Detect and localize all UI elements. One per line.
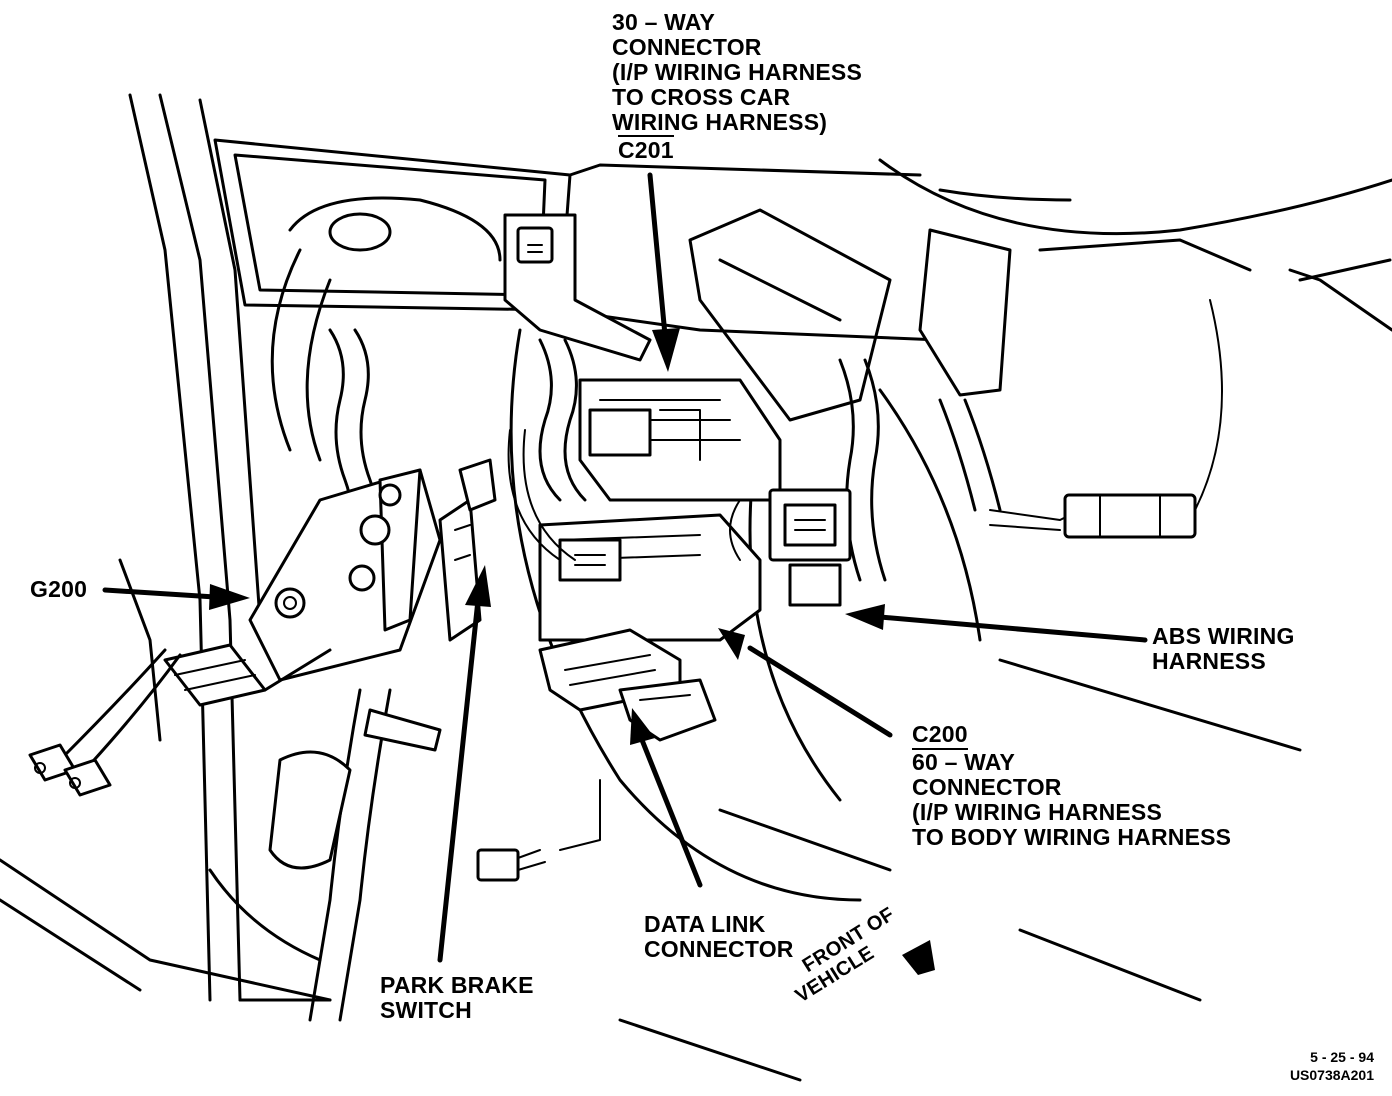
pointer-c200 <box>718 628 893 738</box>
label-c201-code: C201 <box>618 135 674 163</box>
upper-bracket <box>503 213 652 362</box>
label-c200: C200 60 – WAY CONNECTOR (I/P WIRING HARN… <box>912 722 1231 850</box>
floor-and-sill <box>0 658 1302 1082</box>
right-connector <box>1063 299 1223 539</box>
loose-connector <box>476 848 546 882</box>
pointer-g200 <box>102 584 250 610</box>
label-c201: 30 – WAY CONNECTOR (I/P WIRING HARNESS T… <box>612 10 862 163</box>
label-c200-code: C200 <box>912 722 968 750</box>
reference-block: 5 - 25 - 94 US0738A201 <box>1290 1048 1374 1084</box>
label-park-brake-line-2: SWITCH <box>380 997 472 1023</box>
label-c201-line-2: CONNECTOR <box>612 34 762 60</box>
label-park-brake-line-1: PARK BRAKE <box>380 972 534 998</box>
label-c201-line-4: TO CROSS CAR <box>612 84 791 110</box>
pointer-c201 <box>647 172 680 372</box>
pigtail-terminals <box>28 648 182 797</box>
c200-connector-block <box>507 429 762 642</box>
label-c201-line-1: 30 – WAY <box>612 9 716 35</box>
label-data-link-connector: DATA LINK CONNECTOR <box>644 912 794 962</box>
label-c200-line-2: CONNECTOR <box>912 774 1062 800</box>
label-abs-line-2: HARNESS <box>1152 648 1266 674</box>
a-pillar <box>118 93 262 1002</box>
label-c200-line-3: (I/P WIRING HARNESS <box>912 799 1163 825</box>
abs-connector <box>729 488 852 607</box>
label-c201-line-3: (I/P WIRING HARNESS <box>612 59 863 85</box>
park-brake-assembly <box>163 458 497 707</box>
label-data-link-line-2: CONNECTOR <box>644 936 794 962</box>
label-g200: G200 <box>30 576 88 602</box>
reference-date: 5 - 25 - 94 <box>1310 1049 1374 1065</box>
label-c201-line-5: WIRING HARNESS) <box>612 109 828 135</box>
label-abs-line-1: ABS WIRING <box>1152 623 1295 649</box>
c201-connector-block <box>578 378 782 502</box>
label-abs-wiring-harness: ABS WIRING HARNESS <box>1152 624 1295 674</box>
reference-figure-id: US0738A201 <box>1289 1067 1374 1083</box>
pointer-park-brake <box>437 565 491 963</box>
label-c200-line-4: TO BODY WIRING HARNESS <box>912 824 1232 850</box>
label-c200-line-1: 60 – WAY <box>912 749 1016 775</box>
steering-column <box>688 158 1392 422</box>
data-link-connector <box>538 628 717 742</box>
pointer-data-link <box>630 708 703 888</box>
label-park-brake-switch: PARK BRAKE SWITCH <box>380 973 534 1023</box>
pointer-abs <box>845 604 1148 643</box>
front-of-vehicle-arrow <box>902 940 935 975</box>
label-data-link-line-1: DATA LINK <box>644 911 766 937</box>
